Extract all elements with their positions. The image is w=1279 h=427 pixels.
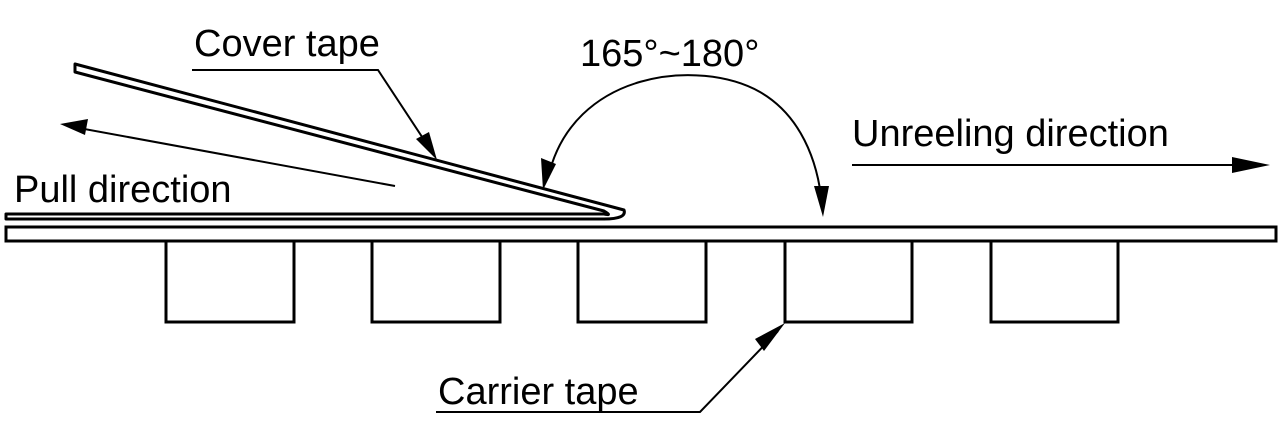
pocket-4 [783, 241, 914, 324]
pocket-2 [370, 241, 502, 324]
carrier-tape-leader [436, 323, 785, 413]
cover-tape-leader [192, 69, 437, 160]
pocket-5 [989, 241, 1120, 324]
cover-tape [4, 62, 626, 221]
cover-tape-label: Cover tape [194, 23, 380, 65]
angle-label: 165°~180° [580, 33, 759, 75]
carrier-tape-pockets [164, 241, 1120, 324]
pull-direction-arrow [60, 119, 396, 187]
unreeling-direction-arrow [852, 157, 1270, 173]
pocket-3 [576, 241, 708, 324]
unreeling-direction-label: Unreeling direction [852, 113, 1169, 155]
pocket-1 [164, 241, 296, 324]
pull-direction-label: Pull direction [14, 169, 232, 211]
angle-arc [541, 74, 829, 217]
carrier-tape-label: Carrier tape [438, 371, 639, 413]
carrier-tape-strip [4, 225, 1278, 243]
